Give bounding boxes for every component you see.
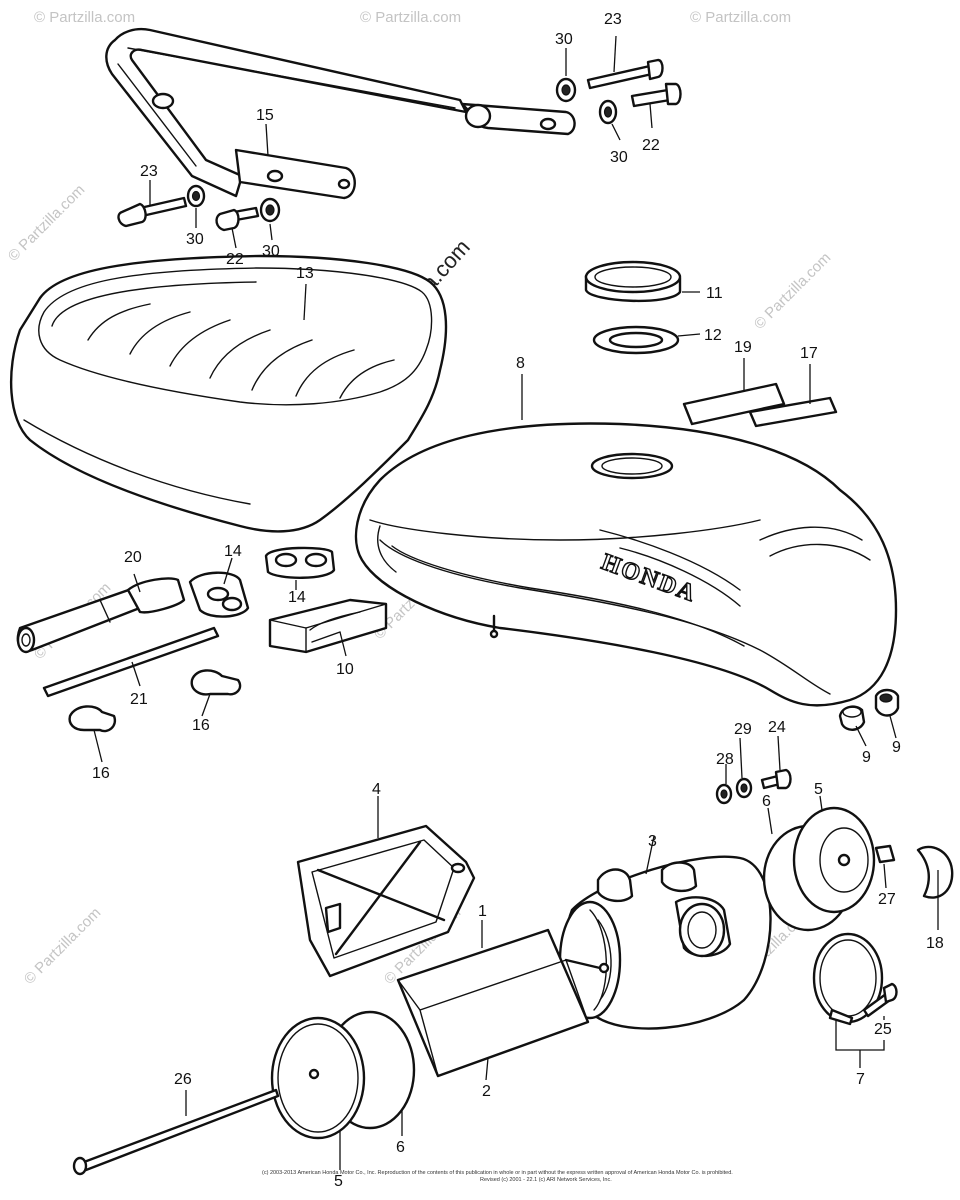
tray-10[interactable] bbox=[268, 598, 388, 654]
label-28: 28 bbox=[716, 751, 734, 768]
watermark: © Partzilla.com bbox=[5, 181, 88, 264]
label-25: 25 bbox=[874, 1021, 892, 1038]
label-9: 9 bbox=[892, 739, 901, 756]
label-10: 10 bbox=[336, 661, 354, 678]
watermark: © Partzilla.com bbox=[360, 9, 461, 26]
label-23: 23 bbox=[140, 163, 158, 180]
cover-18[interactable] bbox=[916, 845, 954, 899]
label-13: 13 bbox=[296, 265, 314, 282]
washer-30-lower-2[interactable] bbox=[259, 197, 281, 223]
copyright: (c) 2003-2013 American Honda Motor Co., … bbox=[262, 1170, 733, 1183]
label-22: 22 bbox=[642, 137, 660, 154]
filter-element-1[interactable] bbox=[396, 928, 610, 1078]
label-30: 30 bbox=[262, 243, 280, 260]
cover-5-right[interactable] bbox=[792, 806, 876, 914]
label-6: 6 bbox=[762, 793, 771, 810]
part-labels: 30 23 30 22 15 23 30 22 30 13 11 12 19 1… bbox=[92, 11, 944, 1190]
rubber-14-right[interactable] bbox=[264, 546, 336, 579]
label-15: 15 bbox=[256, 107, 274, 124]
label-20: 20 bbox=[124, 549, 142, 566]
band-clamp-7[interactable] bbox=[812, 932, 884, 1026]
bracket-4[interactable] bbox=[296, 824, 476, 978]
label-24: 24 bbox=[768, 719, 786, 736]
bolt-22-upper[interactable] bbox=[630, 82, 682, 108]
rod-21[interactable] bbox=[42, 626, 220, 698]
label-22: 22 bbox=[226, 251, 244, 268]
label-14: 14 bbox=[224, 543, 242, 560]
label-18: 18 bbox=[926, 935, 944, 952]
label-26: 26 bbox=[174, 1071, 192, 1088]
label-8: 8 bbox=[516, 355, 525, 372]
nut-28[interactable] bbox=[715, 783, 733, 805]
label-16: 16 bbox=[92, 765, 110, 782]
washer-30-upper-2[interactable] bbox=[598, 99, 618, 125]
clip-16-lower[interactable] bbox=[68, 705, 117, 733]
housing-3[interactable] bbox=[558, 855, 772, 1030]
watermark: © Partzilla.com bbox=[21, 904, 104, 987]
label-9: 9 bbox=[862, 749, 871, 766]
label-2: 2 bbox=[482, 1083, 491, 1100]
watermark: © Partzilla.com bbox=[34, 9, 135, 26]
bolt-22-lower[interactable] bbox=[215, 206, 260, 232]
bolt-23-upper[interactable] bbox=[586, 58, 664, 90]
label-27: 27 bbox=[878, 891, 896, 908]
copyright-line-1: (c) 2003-2013 American Honda Motor Co., … bbox=[262, 1170, 733, 1176]
fuel-cap[interactable] bbox=[584, 260, 682, 303]
copyright-line-2: Revised (c) 2001 - 22.1 (c) ARI Network … bbox=[480, 1177, 612, 1183]
washer-29[interactable] bbox=[735, 777, 753, 799]
watermark: © Partzilla.com bbox=[690, 9, 791, 26]
emblem-19[interactable] bbox=[682, 382, 786, 426]
label-3: 3 bbox=[648, 833, 657, 850]
bolt-26[interactable] bbox=[72, 1088, 280, 1176]
washer-30-lower-1[interactable] bbox=[186, 184, 206, 208]
label-12: 12 bbox=[704, 327, 722, 344]
seat[interactable] bbox=[9, 254, 448, 533]
label-5: 5 bbox=[334, 1173, 343, 1190]
label-29: 29 bbox=[734, 721, 752, 738]
label-21: 21 bbox=[130, 691, 148, 708]
bolt-23-lower[interactable] bbox=[117, 196, 188, 228]
label-7: 7 bbox=[856, 1071, 865, 1088]
label-17: 17 bbox=[800, 345, 818, 362]
label-4: 4 bbox=[372, 781, 381, 798]
label-30: 30 bbox=[555, 31, 573, 48]
label-19: 19 bbox=[734, 339, 752, 356]
screw-25[interactable] bbox=[862, 982, 898, 1018]
washer-30-upper-1[interactable] bbox=[555, 77, 577, 103]
label-16: 16 bbox=[192, 717, 210, 734]
label-11: 11 bbox=[706, 285, 723, 302]
nut-27[interactable] bbox=[874, 844, 896, 864]
clip-16-upper[interactable] bbox=[190, 669, 242, 696]
emblem-17[interactable] bbox=[748, 396, 838, 428]
label-5: 5 bbox=[814, 781, 823, 798]
grab-rail[interactable] bbox=[105, 27, 576, 200]
label-6: 6 bbox=[396, 1139, 405, 1156]
label-14: 14 bbox=[288, 589, 306, 606]
tool-20[interactable] bbox=[16, 577, 186, 654]
label-30: 30 bbox=[186, 231, 204, 248]
label-1: 1 bbox=[478, 903, 487, 920]
bolt-24[interactable] bbox=[760, 768, 792, 790]
fuel-tank[interactable]: HONDA bbox=[354, 422, 898, 707]
cap-gasket[interactable] bbox=[592, 325, 680, 355]
grommet-9-right[interactable] bbox=[874, 688, 900, 717]
cover-5-left[interactable] bbox=[270, 1016, 366, 1140]
leader-lines bbox=[93, 35, 939, 1170]
watermark: © Partzilla.com bbox=[751, 249, 834, 332]
rubber-14-left[interactable] bbox=[188, 571, 250, 618]
label-23: 23 bbox=[604, 11, 622, 28]
grommet-9-left[interactable] bbox=[838, 705, 866, 731]
label-30: 30 bbox=[610, 149, 628, 166]
